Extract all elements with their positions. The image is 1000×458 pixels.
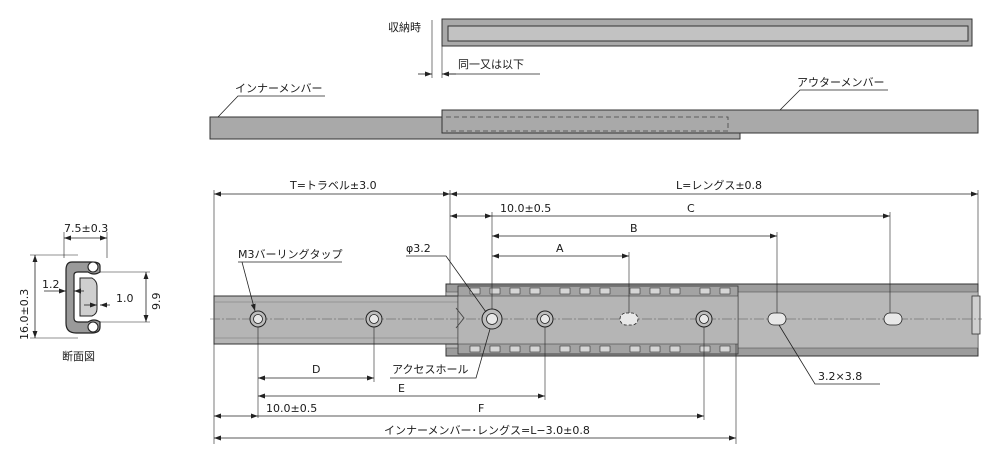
inner-length-label: インナーメンバー･レングス=L−3.0±0.8: [384, 423, 590, 437]
tap-label: M3バーリングタップ: [238, 247, 343, 261]
retainer-balls: [469, 287, 731, 353]
left-gap-label: 1.2: [42, 278, 60, 291]
inner-profile: [79, 277, 98, 317]
access-hole-leader: [390, 328, 491, 379]
slot-leader: [778, 324, 880, 385]
tap-leader-arrow: [241, 261, 256, 312]
side-view: T=トラベル±3.0 L=レングス±0.8 10.0±0.5 C B A φ3.…: [210, 178, 982, 444]
outer-slot-hidden: [619, 312, 639, 326]
cross-section-view: 7.5±0.3 16.0±0.3 1.2 1.0 9.9 断面図: [18, 222, 163, 363]
retainer-window: [457, 295, 739, 345]
access-hole-label: アクセスホール: [392, 363, 468, 376]
stopper-tab: [455, 307, 465, 329]
dim-b-label: B: [630, 222, 638, 235]
access-hole: [481, 308, 503, 330]
inner-height-label: 9.9: [150, 293, 163, 311]
dim-f-label: F: [478, 402, 484, 415]
stored-state-view: 収納時 同一又は以下: [388, 18, 973, 78]
inner-gap-label: 1.0: [116, 292, 134, 305]
inner-member-tapped-hole: [249, 310, 267, 328]
dim-c-label: C: [687, 202, 695, 215]
same-or-less-label: 同一又は以下: [458, 58, 524, 71]
dim-a-label: A: [556, 242, 564, 255]
end-stopper: [971, 295, 981, 335]
length-label: L=レングス±0.8: [676, 178, 762, 192]
cross-section-caption: 断面図: [62, 349, 95, 363]
outer-mounting-slot: [767, 312, 787, 326]
dim-d-label: D: [312, 363, 320, 376]
outer-member-label: アウターメンバー: [797, 76, 885, 89]
stored-label: 収納時: [388, 21, 421, 34]
ball-bearing-top: [87, 261, 99, 273]
outer-member-extended: [441, 109, 979, 134]
outer-mounting-slot: [883, 312, 903, 326]
inner-member-label: インナーメンバー: [235, 82, 323, 95]
hidden-outline: [446, 116, 729, 132]
hole-diameter-leader: [406, 255, 487, 313]
inner-member-tapped-hole: [365, 310, 383, 328]
inner-member-tapped-hole: [695, 310, 713, 328]
outer-member-leader: [779, 89, 888, 111]
inner-member-leader: [217, 95, 325, 118]
ball-bearing-bottom: [87, 321, 99, 333]
inner-member-stored: [447, 25, 969, 42]
inner-member-tapped-hole: [536, 310, 554, 328]
hole-diameter-label: φ3.2: [406, 242, 431, 255]
pitch-top-label: 10.0±0.5: [500, 202, 551, 215]
dim-e-label: E: [398, 382, 405, 395]
travel-label: T=トラベル±3.0: [289, 179, 377, 192]
slot-label: 3.2×3.8: [818, 370, 862, 383]
extended-state-view: インナーメンバー アウターメンバー: [209, 76, 979, 140]
height-label: 16.0±0.3: [18, 289, 31, 340]
width-label: 7.5±0.3: [64, 222, 108, 235]
pitch-bottom-label: 10.0±0.5: [266, 402, 317, 415]
